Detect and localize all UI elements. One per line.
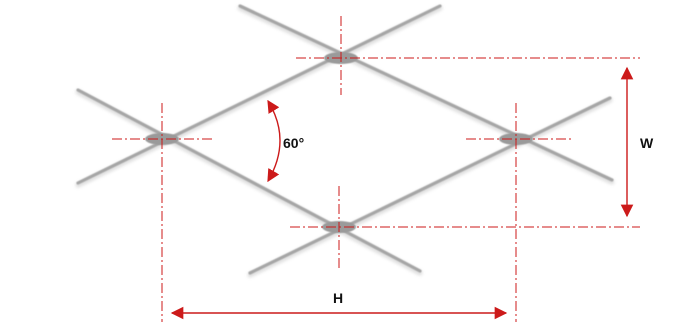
height-label: H	[333, 290, 343, 306]
cable-strand-2	[248, 96, 612, 275]
width-label: W	[640, 135, 654, 151]
cable-strand-4	[238, 4, 614, 182]
wire-rope-mesh	[75, 4, 615, 278]
angle-arc-arrow	[267, 99, 281, 183]
cable-strand-1	[76, 4, 442, 185]
cable-strand-3	[76, 88, 422, 273]
dimension-arrows	[170, 66, 634, 320]
angle-label: 60°	[283, 135, 304, 151]
reference-lines	[112, 16, 640, 322]
